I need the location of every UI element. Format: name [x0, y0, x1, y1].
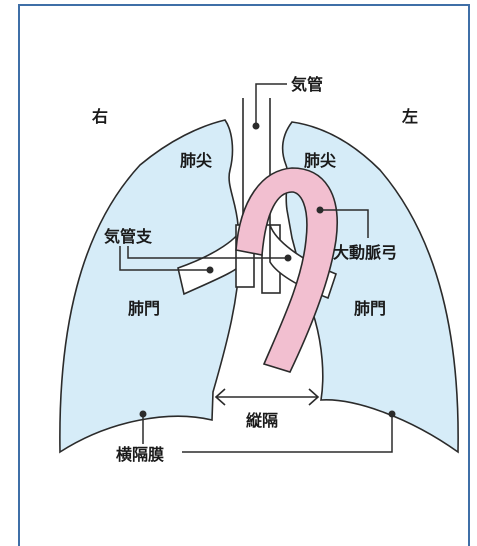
- label-diaphragm: 横隔膜: [116, 445, 164, 464]
- label-hilum-right: 肺門: [128, 299, 160, 318]
- label-left: 左: [401, 107, 418, 126]
- label-mediastinum: 縦隔: [246, 411, 278, 430]
- label-apex-right: 肺尖: [180, 151, 212, 170]
- label-hilum-left: 肺門: [354, 299, 386, 318]
- label-aortic-arch: 大動脈弓: [333, 243, 397, 262]
- leader-lines: [119, 83, 393, 453]
- label-trachea: 気管: [291, 75, 323, 94]
- marker-dots: [139, 122, 396, 418]
- mediastinum-arrow: [214, 388, 320, 406]
- label-bronchus: 気管支: [104, 227, 153, 246]
- label-right: 右: [92, 107, 108, 126]
- label-apex-left: 肺尖: [304, 151, 336, 170]
- right-lung: [59, 119, 241, 454]
- aortic-arch: [235, 167, 338, 373]
